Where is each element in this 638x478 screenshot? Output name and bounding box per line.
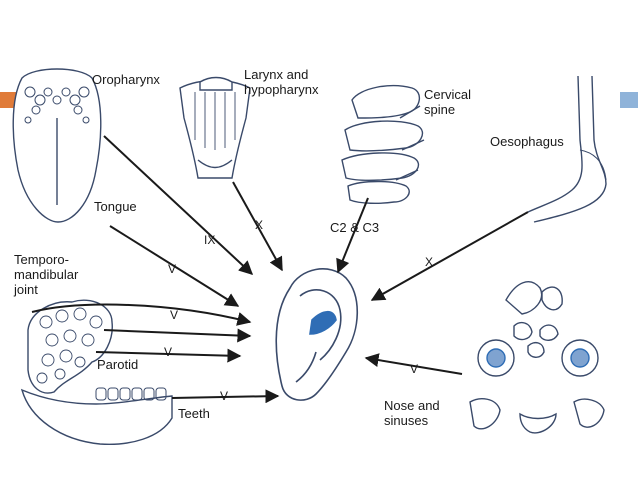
arrow-tongue: [109, 225, 240, 307]
arrow-spine: [336, 197, 369, 274]
label-larynx: Larynx and hypopharynx: [244, 67, 319, 97]
nerve-label-oropharynx: IX: [204, 233, 216, 247]
nose-sinuses-illustration: [469, 281, 605, 434]
arrow-larynx: [232, 181, 283, 272]
label-parotid: Parotid: [97, 357, 139, 372]
label-oropharynx: Oropharynx: [92, 72, 160, 87]
parotid-jaw-illustration: [20, 299, 173, 445]
label-nose-sinuses: Nose and sinuses: [384, 398, 440, 428]
arrow-teeth: [171, 389, 280, 404]
cervical-spine-illustration: [341, 85, 425, 205]
arrow-parotid-2: [95, 348, 242, 363]
label-c2c3: C2 & C3: [330, 220, 380, 235]
nerve-label-parotid: V: [164, 345, 173, 359]
tongue-illustration: [12, 68, 102, 223]
nerve-label-tongue: V: [168, 262, 177, 276]
nerve-label-teeth: V: [220, 389, 229, 403]
larynx-illustration: [179, 76, 251, 179]
oesophagus-illustration: [527, 75, 607, 223]
arrow-oesophagus: [370, 211, 529, 301]
nerve-arrows: [31, 135, 529, 404]
arrow-parotid: [103, 328, 252, 343]
arrow-tmj: [31, 303, 252, 326]
label-tmj: Temporo- mandibular joint: [14, 252, 79, 297]
arrow-oropharynx: [103, 135, 254, 275]
label-cervical-spine: Cervical spine: [424, 87, 471, 117]
arrow-nose: [364, 353, 463, 375]
nerve-label-oesophagus: X: [425, 255, 434, 269]
nerve-label-nose: V: [410, 362, 419, 376]
label-teeth: Teeth: [178, 406, 210, 421]
nerve-label-larynx: X: [255, 218, 264, 232]
label-tongue: Tongue: [94, 199, 137, 214]
accent-bar-right: [620, 92, 638, 108]
nerve-label-tmj: V: [170, 308, 179, 322]
accent-bar-left: [0, 92, 18, 108]
label-oesophagus: Oesophagus: [490, 134, 564, 149]
ear-illustration: [275, 268, 359, 401]
